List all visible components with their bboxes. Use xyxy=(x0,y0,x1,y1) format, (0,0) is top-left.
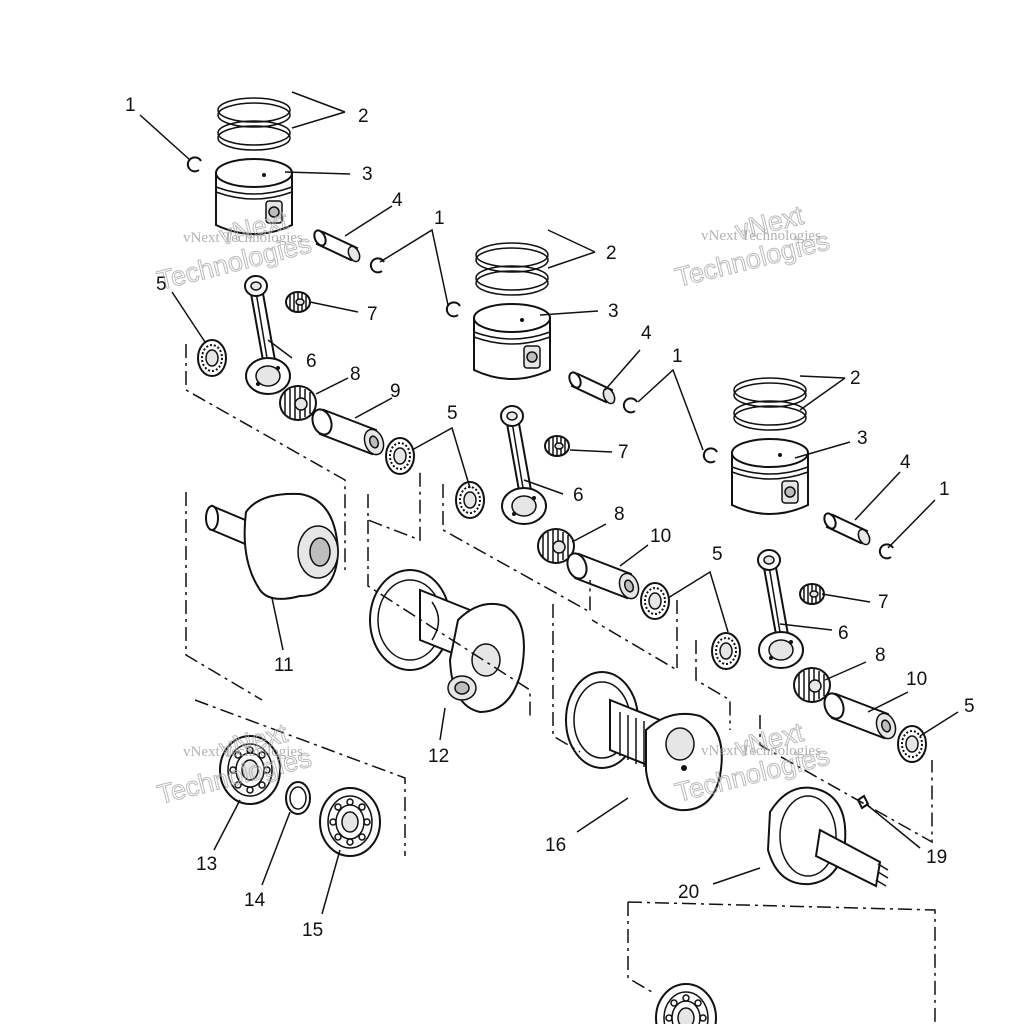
callout-4: 4 xyxy=(900,452,911,473)
callout-10: 10 xyxy=(906,669,927,690)
callout-5: 5 xyxy=(964,696,975,717)
callout-5: 5 xyxy=(447,403,458,424)
crankshaft-section-12 xyxy=(369,569,525,714)
circlip-3a xyxy=(702,447,718,464)
callout-14: 14 xyxy=(244,890,266,911)
assembly-outlines xyxy=(185,344,936,1024)
callout-20: 20 xyxy=(678,882,699,903)
callout-8: 8 xyxy=(350,364,361,385)
circlip-2a xyxy=(445,301,461,318)
svg-text:vNext Technologies: vNext Technologies xyxy=(183,744,303,760)
thrust-washer-5f xyxy=(897,725,927,763)
callout-1: 1 xyxy=(939,479,950,500)
thrust-washer-5d xyxy=(640,582,670,620)
piston-pin-1 xyxy=(311,227,363,265)
callout-9: 9 xyxy=(390,381,401,402)
big-end-bearing-3 xyxy=(793,667,831,703)
retaining-ring-14 xyxy=(285,781,311,815)
callout-10: 10 xyxy=(650,526,671,547)
main-bearing-15 xyxy=(319,787,381,857)
callout-4: 4 xyxy=(392,190,403,211)
crankshaft-section-16 xyxy=(565,671,723,812)
callout-5: 5 xyxy=(156,274,167,295)
callout-7: 7 xyxy=(618,442,629,463)
callout-8: 8 xyxy=(875,645,886,666)
callout-11: 11 xyxy=(274,655,294,676)
connecting-rod-3 xyxy=(757,549,804,669)
callout-16: 16 xyxy=(545,835,566,856)
callout-1: 1 xyxy=(434,208,445,229)
leader-lines xyxy=(139,91,959,915)
crank-pin-9 xyxy=(308,405,388,459)
callout-7: 7 xyxy=(878,592,889,613)
watermark-top-right: vNext Technologies vNext Technologies xyxy=(672,199,833,293)
callout-6: 6 xyxy=(306,351,317,372)
connecting-rod-1 xyxy=(244,275,291,395)
svg-text:vNext Technologies: vNext Technologies xyxy=(701,743,821,759)
svg-text:vNext Technologies: vNext Technologies xyxy=(183,230,303,246)
callout-3: 3 xyxy=(857,428,868,449)
callout-2: 2 xyxy=(606,243,617,264)
callout-3: 3 xyxy=(362,164,373,185)
callout-1: 1 xyxy=(672,346,683,367)
callout-19: 19 xyxy=(926,847,947,868)
callout-2: 2 xyxy=(850,368,861,389)
thrust-washer-5b xyxy=(385,437,415,475)
piston-pin-2 xyxy=(566,369,618,407)
piston-assembly-3 xyxy=(731,377,809,515)
crank-end-20 xyxy=(766,786,889,888)
circlip-3b xyxy=(878,543,894,560)
piston-pin-3 xyxy=(821,510,873,548)
crank-end-11 xyxy=(205,492,340,600)
callout-8: 8 xyxy=(614,504,625,525)
callout-6: 6 xyxy=(573,485,584,506)
callout-5: 5 xyxy=(712,544,723,565)
callout-3: 3 xyxy=(608,301,619,322)
callout-7: 7 xyxy=(367,304,378,325)
callout-6: 6 xyxy=(838,623,849,644)
small-end-bearing-1 xyxy=(285,291,311,313)
small-end-bearing-2 xyxy=(544,435,570,457)
thrust-washer-5e xyxy=(711,632,741,670)
callout-13: 13 xyxy=(196,854,217,875)
connecting-rod-2 xyxy=(500,405,547,525)
circlip-2b xyxy=(622,397,638,414)
callout-4: 4 xyxy=(641,323,652,344)
big-end-bearing-1 xyxy=(279,385,317,421)
main-bearing-bottom xyxy=(655,983,717,1024)
callout-labels: 1 2 3 4 1 5 7 6 8 9 2 3 4 1 5 7 6 8 10 5… xyxy=(125,95,975,941)
callout-15: 15 xyxy=(302,920,323,941)
callout-1: 1 xyxy=(125,95,136,116)
thrust-washer-5a xyxy=(197,339,227,377)
crank-pin-10b xyxy=(820,689,900,743)
svg-text:vNext Technologies: vNext Technologies xyxy=(701,228,821,244)
callout-2: 2 xyxy=(358,106,369,127)
small-end-bearing-3 xyxy=(799,583,825,605)
piston-assembly-2 xyxy=(473,242,551,380)
callout-12: 12 xyxy=(428,746,449,767)
